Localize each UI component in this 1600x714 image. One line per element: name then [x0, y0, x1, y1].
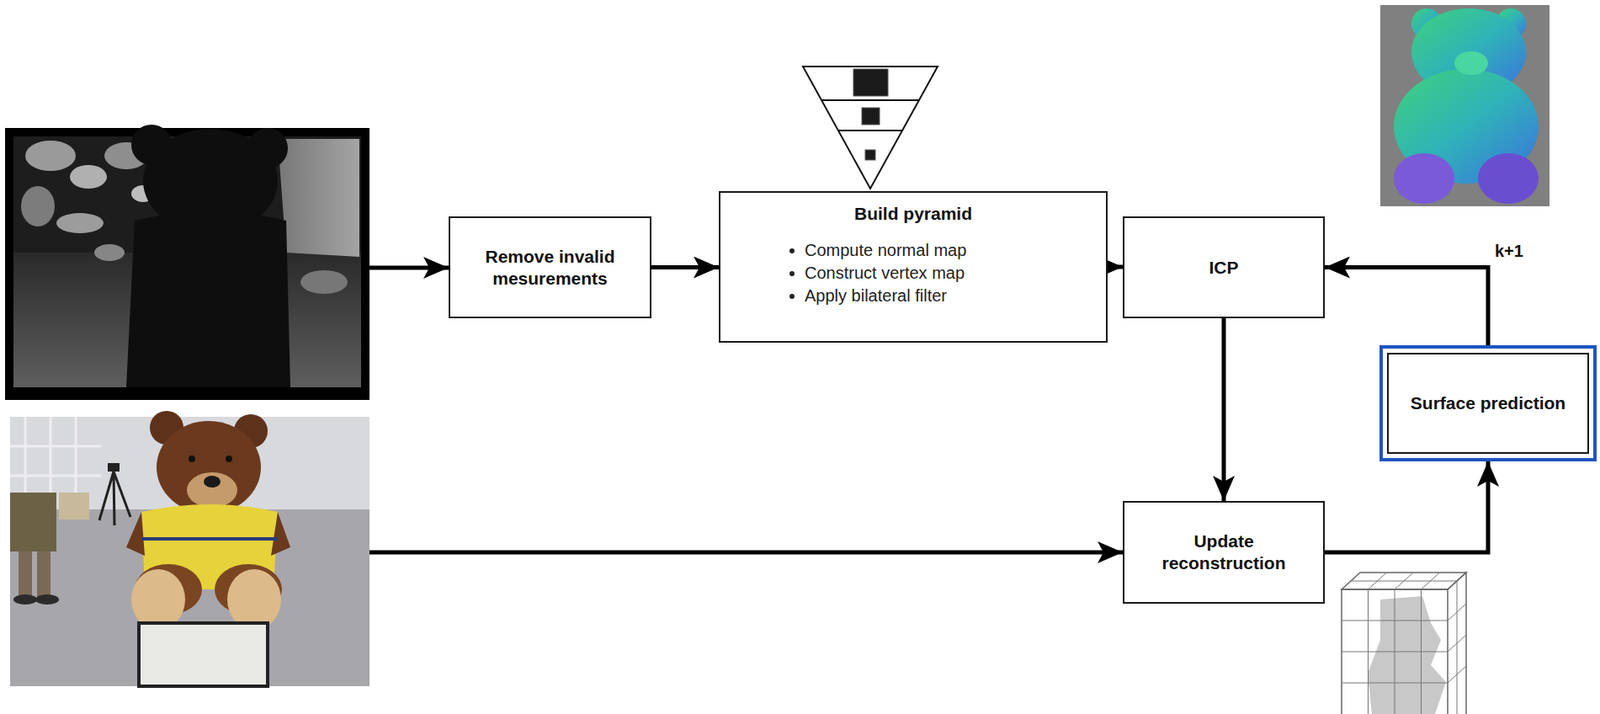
- bullet-list: Compute normal mapConstruct vertex mapAp…: [730, 239, 1096, 308]
- depth-image: [5, 124, 370, 400]
- depth-image-part: [300, 270, 348, 294]
- color-photo-part: [18, 551, 32, 598]
- color-photo: [10, 410, 370, 686]
- pyramid-figure-part: [802, 66, 938, 189]
- color-photo-part: [126, 511, 291, 556]
- color-photo-part: [186, 472, 238, 508]
- depth-image-part: [277, 138, 360, 257]
- voxel-grid: [1341, 572, 1467, 714]
- box-label: Surface prediction: [1410, 392, 1566, 415]
- input-arrow-part: [369, 550, 1123, 555]
- pyramid-figure-part: [853, 69, 888, 96]
- color-photo-part: [10, 416, 101, 505]
- depth-image-part: [94, 244, 125, 261]
- color-photo-part: [131, 568, 186, 630]
- color-photo-part: [227, 568, 282, 630]
- color-photo-part: [225, 455, 233, 463]
- highlighted-box: Surface prediction: [1379, 345, 1597, 462]
- color-photo-part: [141, 536, 278, 541]
- pyramid-figure-part: [861, 107, 880, 125]
- color-photo-part: [203, 475, 221, 488]
- bullet-item: Compute normal map: [786, 239, 1096, 262]
- pyramid-figure: [802, 66, 938, 189]
- box-label: Update reconstruction: [1134, 530, 1313, 574]
- flow-arrow: [1222, 318, 1227, 501]
- normal-map-image-part: [1393, 153, 1455, 204]
- voxel-grid-part: [1341, 572, 1467, 714]
- bullet-item: Apply bilateral filter: [786, 284, 1096, 308]
- depth-image-part: [131, 124, 172, 165]
- color-photo-part: [37, 551, 51, 598]
- normal-map-image: [1380, 5, 1550, 207]
- color-photo-part: [35, 594, 59, 605]
- normal-map-image-part: [1477, 153, 1539, 204]
- flow-arrow: [1324, 267, 1489, 346]
- normal-map-image-part: [1380, 5, 1550, 207]
- input-arrow-part: [369, 265, 449, 271]
- color-photo-part: [10, 492, 57, 552]
- box-label: Remove invalid mesurements: [460, 245, 640, 289]
- color-photo-part: [107, 462, 120, 472]
- depth-image-part: [126, 211, 291, 388]
- pyramid-figure-part: [865, 149, 876, 160]
- pyramid-figure-part: [821, 99, 920, 101]
- normal-map-image-part: [1454, 51, 1489, 75]
- flow-arrow: [1324, 461, 1489, 553]
- inner-frame: Surface prediction: [1387, 352, 1590, 454]
- pyramid-figure-part: [838, 129, 903, 132]
- process-box: ICP: [1122, 216, 1325, 319]
- depth-image-part: [5, 127, 370, 400]
- edge-label: k+1: [1493, 241, 1526, 261]
- bullet-item: Construct vertex map: [786, 261, 1096, 285]
- voxel-grid-part: [1367, 595, 1446, 714]
- flow-arrow: [1107, 265, 1123, 270]
- color-photo-part: [188, 455, 196, 463]
- process-box: Update reconstruction: [1122, 500, 1325, 604]
- depth-image-part: [247, 127, 288, 169]
- depth-image-part: [21, 186, 55, 227]
- process-box: Build pyramidCompute normal mapConstruct…: [718, 191, 1108, 343]
- depth-image-part: [25, 140, 76, 171]
- box-label: ICP: [1208, 256, 1239, 279]
- depth-image-part: [56, 212, 104, 234]
- color-photo-part: [10, 416, 370, 686]
- color-photo-part: [156, 420, 261, 514]
- process-box: Remove invalid mesurements: [448, 216, 652, 319]
- box-heading: Build pyramid: [730, 203, 1096, 224]
- color-photo-part: [58, 492, 90, 520]
- flow-arrow: [651, 265, 719, 270]
- color-photo-part: [99, 471, 131, 526]
- color-photo-part: [13, 594, 38, 605]
- color-photo-part: [138, 622, 268, 686]
- depth-image-part: [69, 164, 107, 189]
